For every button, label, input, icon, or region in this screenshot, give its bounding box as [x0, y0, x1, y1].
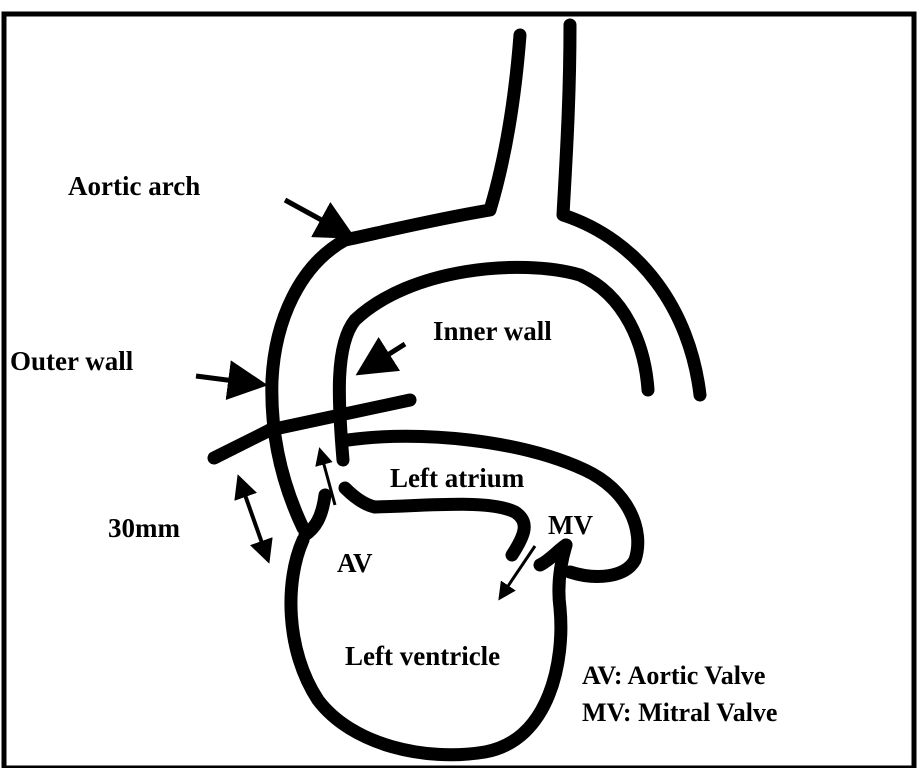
av-leaflet-left: [305, 495, 325, 535]
av-label: AV: [337, 550, 373, 577]
mv-label: MV: [548, 512, 593, 539]
inner-wall-label: Inner wall: [433, 318, 552, 345]
atrium-floor-line: [375, 504, 524, 555]
inner-wall-arrow: [364, 344, 405, 370]
measurement-line-lower: [214, 430, 270, 458]
outer-wall-line: [272, 35, 520, 528]
distance-label: 30mm: [108, 515, 180, 542]
legend-av: AV: Aortic Valve: [582, 663, 765, 689]
distance-arrow: [239, 478, 268, 560]
outer-wall-label: Outer wall: [10, 348, 133, 375]
outer-wall-arrow: [196, 376, 258, 384]
aortic-arch-label: Aortic arch: [68, 173, 200, 200]
left-atrium-label: Left atrium: [390, 465, 524, 492]
left-ventricle-label: Left ventricle: [345, 643, 500, 670]
legend-mv: MV: Mitral Valve: [582, 700, 777, 726]
aortic-arch-arrow: [285, 200, 347, 234]
